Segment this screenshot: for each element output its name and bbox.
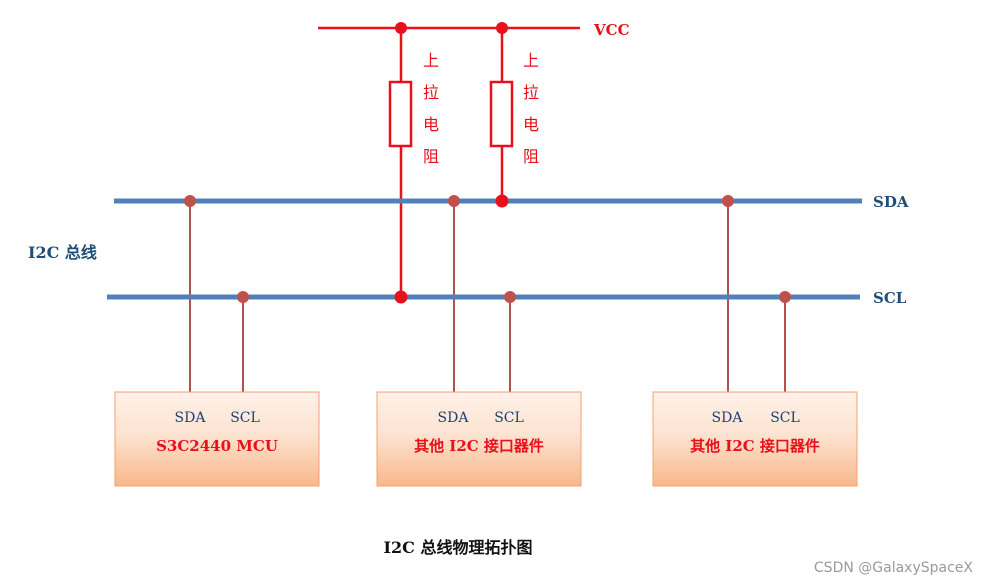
device-pin-sda: SDA (438, 410, 470, 426)
pullup-char: 拉 (423, 83, 439, 102)
junction-pullup-scl (394, 290, 408, 304)
device-name: S3C2440 MCU (156, 437, 278, 455)
scl-label: SCL (873, 289, 907, 307)
device-box-mcu: SDA SCL S3C2440 MCU (114, 391, 320, 487)
pullup-char: 阻 (523, 147, 539, 166)
device-box-i2c-1: SDA SCL 其他 I2C 接口器件 (376, 391, 582, 487)
device-name: 其他 I2C 接口器件 (690, 437, 820, 455)
junction-dev1-sda (184, 195, 196, 207)
device-pin-sda: SDA (712, 410, 744, 426)
device-box-i2c-2: SDA SCL 其他 I2C 接口器件 (652, 391, 858, 487)
pullup-resistor-1 (388, 28, 413, 298)
vcc-label: VCC (593, 21, 630, 39)
junction-pullup-sda (495, 194, 509, 208)
junction-dev1-scl (237, 291, 249, 303)
pullup-char: 阻 (423, 147, 439, 166)
device-pin-scl: SCL (770, 410, 800, 426)
watermark: CSDN @GalaxySpaceX (813, 560, 973, 576)
device-name: 其他 I2C 接口器件 (414, 437, 544, 455)
pullup-char: 上 (423, 51, 439, 70)
device-pin-scl: SCL (230, 410, 260, 426)
resistor-body-1 (388, 80, 413, 148)
device-pin-scl: SCL (494, 410, 524, 426)
pullup-char: 电 (523, 115, 539, 134)
sda-label: SDA (873, 193, 909, 211)
pullup-char: 电 (423, 115, 439, 134)
junction-dev2-sda (448, 195, 460, 207)
pullup-char: 拉 (523, 83, 539, 102)
resistor-body-2 (489, 80, 514, 148)
junction-dev3-sda (722, 195, 734, 207)
junction-dev3-scl (779, 291, 791, 303)
pullup-resistor-2 (489, 28, 514, 201)
bus-junctions (184, 194, 791, 304)
vcc-power-rail (318, 22, 580, 34)
device-pin-sda: SDA (175, 410, 207, 426)
pullup-label-1: 上 拉 电 阻 (423, 51, 439, 166)
junction-dev2-scl (504, 291, 516, 303)
i2c-bus-label: I2C 总线 (28, 243, 97, 262)
pullup-char: 上 (523, 51, 539, 70)
pullup-label-2: 上 拉 电 阻 (523, 51, 539, 166)
diagram-caption: I2C 总线物理拓扑图 (384, 538, 533, 557)
